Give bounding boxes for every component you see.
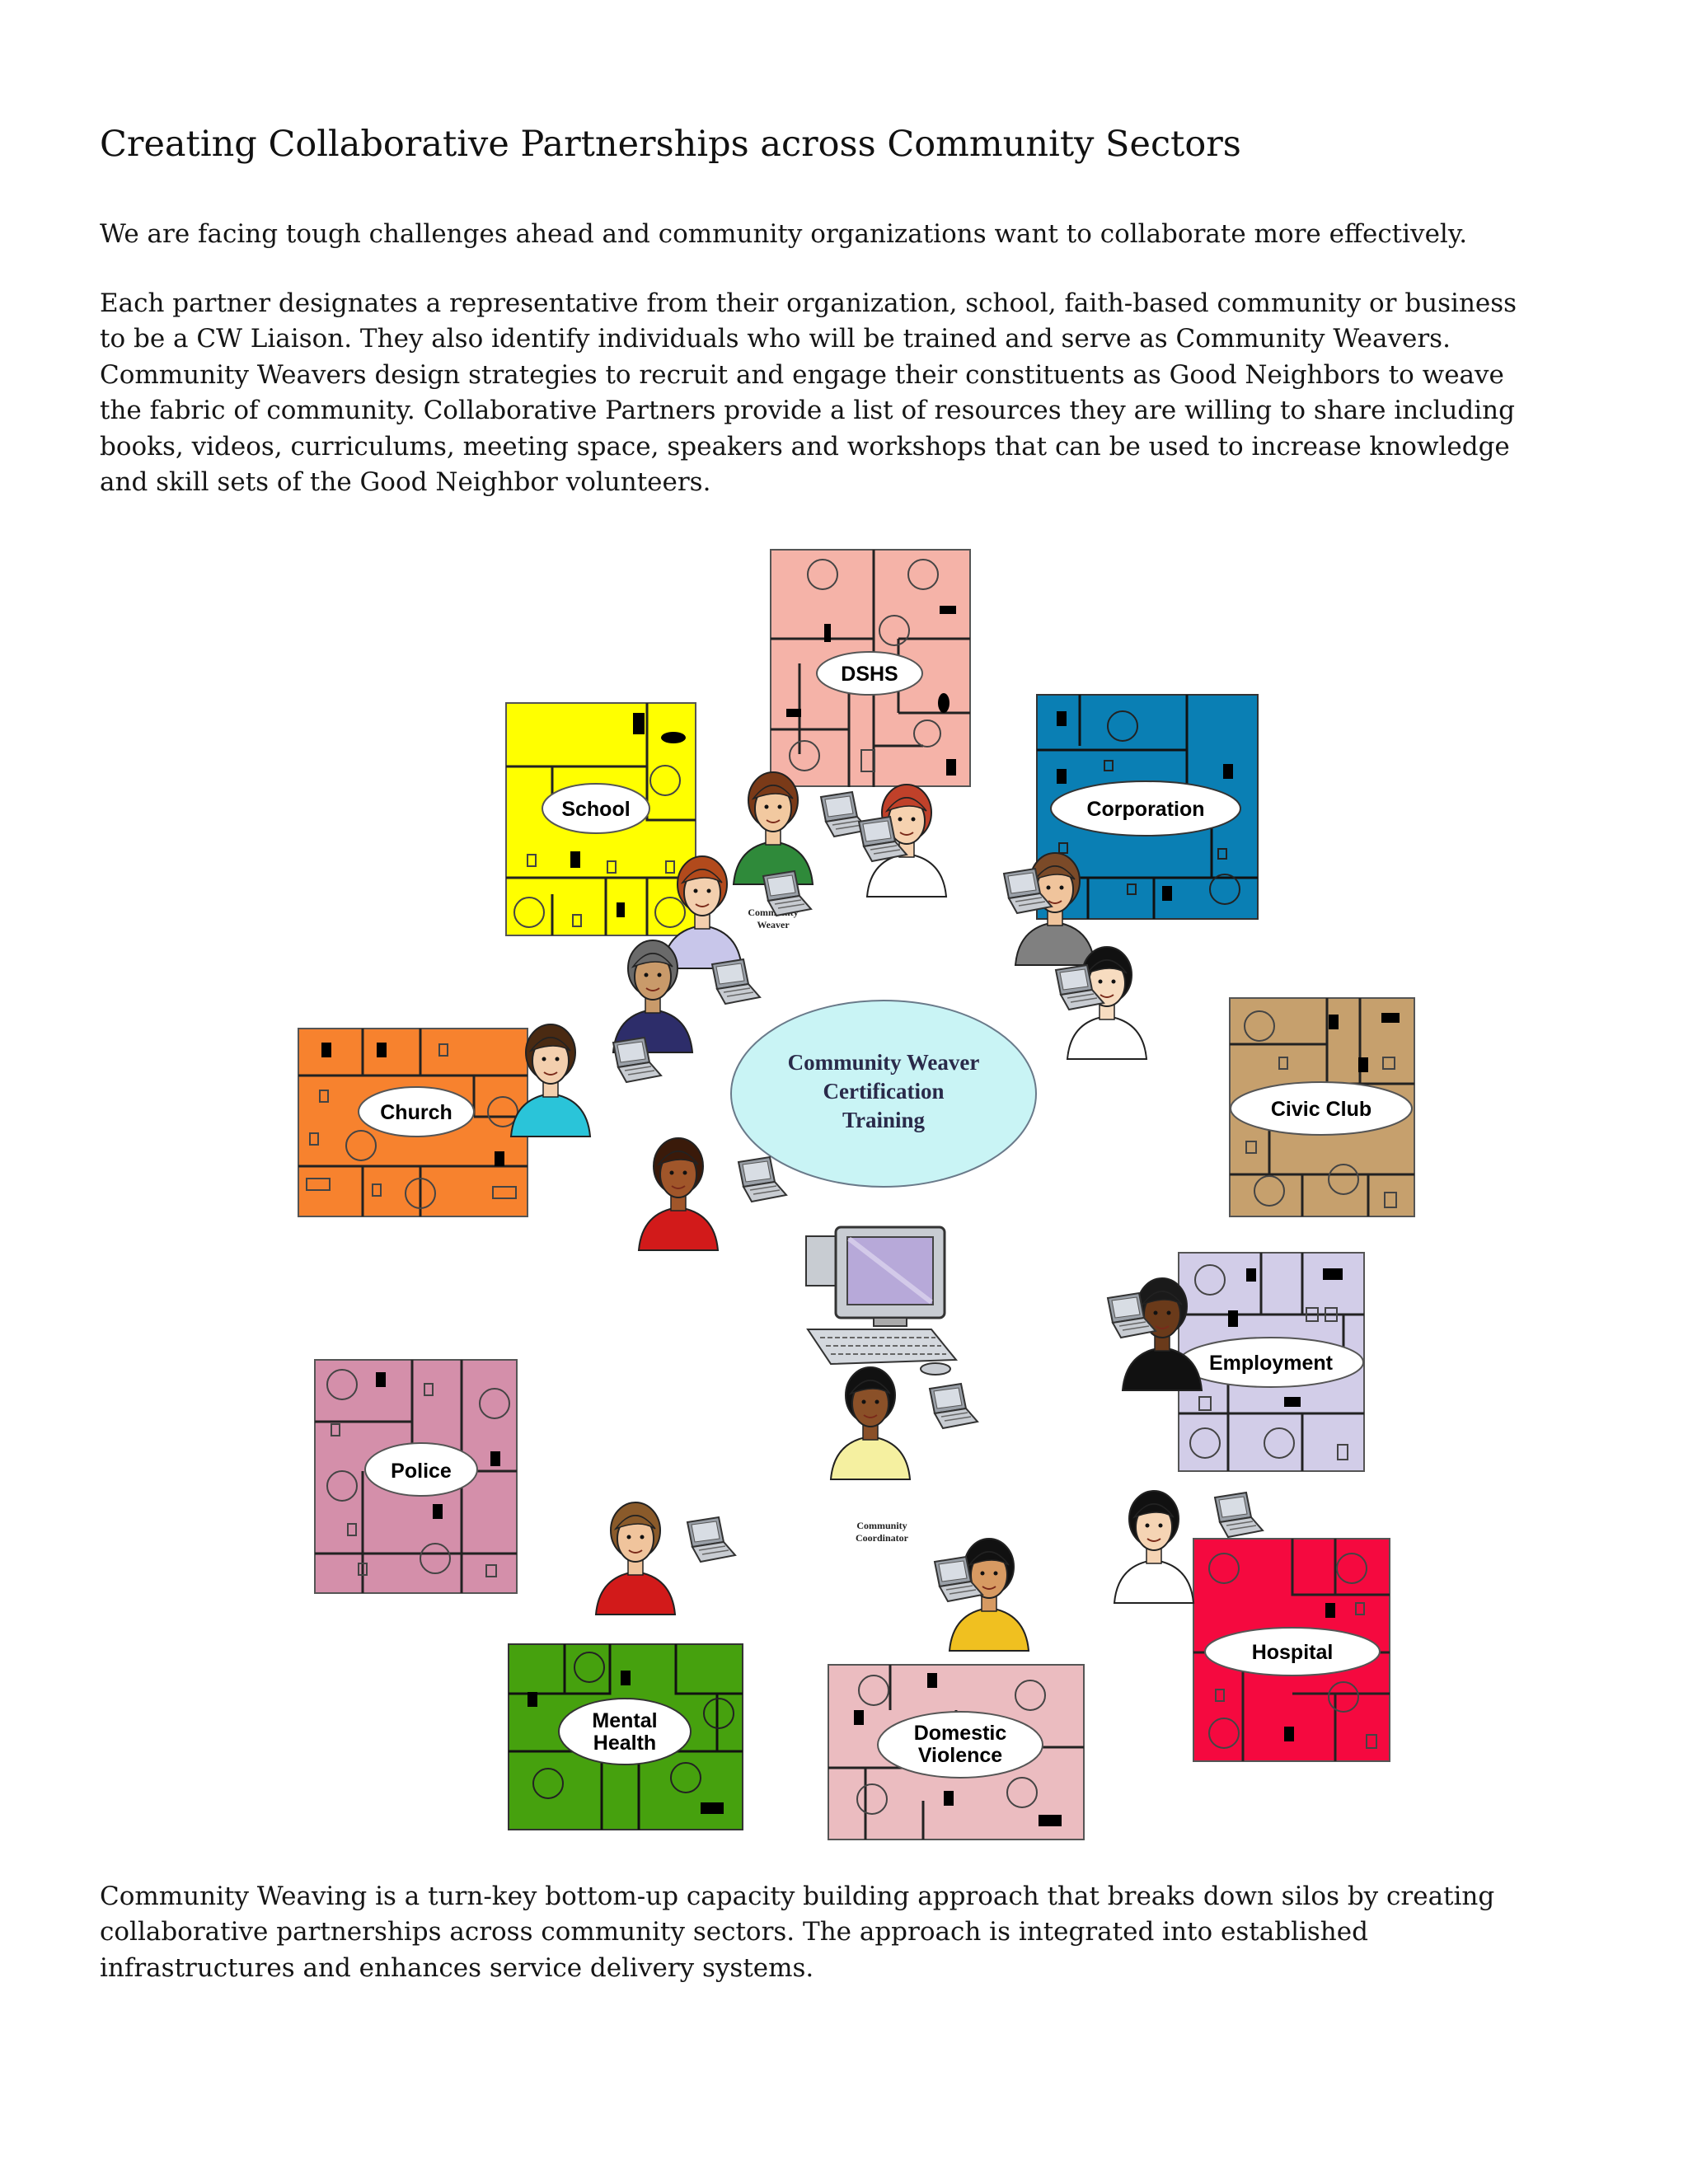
person-icon-woman-teal xyxy=(509,1024,592,1137)
person-icon-man-black-shirt xyxy=(1121,1277,1203,1391)
org-label-hospital: Hospital xyxy=(1252,1641,1334,1664)
paragraph-line: Community Weaving is a turn-key bottom-u… xyxy=(100,1882,1495,1911)
person-icon-weaver-woman-green xyxy=(732,771,814,885)
person-icon-young-man xyxy=(1113,1490,1195,1604)
person-icon-man-red-shirt xyxy=(637,1137,720,1251)
laptop-icon xyxy=(711,958,761,1005)
center-label-line-1: Community Weaver xyxy=(788,1050,980,1075)
paragraph-line: infrastructures and enhances service del… xyxy=(100,1952,814,1983)
laptop-icon xyxy=(738,1156,787,1202)
paragraph-line: Community Weavers design strategies to r… xyxy=(100,359,1504,390)
org-civic-club: Civic Club xyxy=(1229,997,1415,1217)
paragraph-line: the fabric of community. Collaborative P… xyxy=(100,396,1515,426)
laptop-icon xyxy=(929,1383,978,1429)
person-icon-woman-lavender xyxy=(661,855,743,969)
org-label-corporation: Corporation xyxy=(1086,798,1204,821)
org-church: Church xyxy=(298,1028,528,1217)
coordinator-caption-2: Coordinator xyxy=(856,1532,909,1544)
paragraph-line: books, videos, curriculums, meeting spac… xyxy=(100,431,1510,462)
org-employment: Employment xyxy=(1178,1252,1365,1472)
weaver-caption-2: Weaver xyxy=(757,919,790,930)
closing-paragraph: Community Weaving is a turn-key bottom-u… xyxy=(100,1879,1567,1986)
org-label-dshs: DSHS xyxy=(841,663,898,686)
org-label-mental-health-1: Mental xyxy=(592,1709,657,1732)
org-mental-health: Mental Health xyxy=(508,1643,743,1830)
org-hospital: Hospital xyxy=(1193,1538,1390,1762)
paragraph-line: collaborative partnerships across commun… xyxy=(100,1917,1368,1947)
org-label-domestic-violence-2: Violence xyxy=(918,1744,1002,1767)
org-domestic-violence: Domestic Violence xyxy=(828,1664,1085,1840)
person-icon-woman-bindi xyxy=(948,1538,1030,1652)
paragraph-line: Each partner designates a representative… xyxy=(100,288,1517,318)
org-police: Police xyxy=(314,1359,518,1594)
center-training: Community Weaver Certification Training xyxy=(730,1000,1037,1188)
person-icon-woman-red-hair xyxy=(865,784,948,898)
org-dshs: DSHS xyxy=(770,549,971,787)
laptop-icon xyxy=(687,1516,736,1563)
org-school: School xyxy=(505,702,696,936)
person-icon-older-man xyxy=(612,940,694,1053)
page-title: Creating Collaborative Partnerships acro… xyxy=(100,124,1241,165)
org-label-police: Police xyxy=(391,1460,452,1483)
person-icon-man-glasses xyxy=(594,1502,677,1615)
org-label-domestic-violence-1: Domestic xyxy=(914,1722,1007,1745)
partner-description-paragraph: Each partner designates a representative… xyxy=(100,286,1600,500)
desktop-computer-icon xyxy=(805,1226,959,1376)
center-label-line-2: Certification xyxy=(823,1079,945,1104)
center-label-line-3: Training xyxy=(842,1108,926,1132)
laptop-icon xyxy=(1214,1492,1264,1538)
paragraph-line: and skill sets of the Good Neighbor volu… xyxy=(100,467,711,498)
org-label-school: School xyxy=(561,798,630,821)
coordinator-caption-1: Community xyxy=(856,1520,907,1531)
person-icon-young-woman xyxy=(1066,946,1148,1060)
people-layer xyxy=(509,771,1264,1652)
person-icon-coordinator xyxy=(829,1366,912,1480)
intro-paragraph: We are facing tough challenges ahead and… xyxy=(100,219,1468,249)
org-label-employment: Employment xyxy=(1209,1352,1334,1375)
paragraph-line: to be a CW Liaison. They also identify i… xyxy=(100,324,1451,354)
community-weaving-diagram: DSHS School Corporation xyxy=(298,549,1415,1840)
org-label-mental-health-2: Health xyxy=(593,1732,656,1755)
org-label-church: Church xyxy=(380,1101,452,1124)
org-label-civic-club: Civic Club xyxy=(1271,1098,1372,1121)
